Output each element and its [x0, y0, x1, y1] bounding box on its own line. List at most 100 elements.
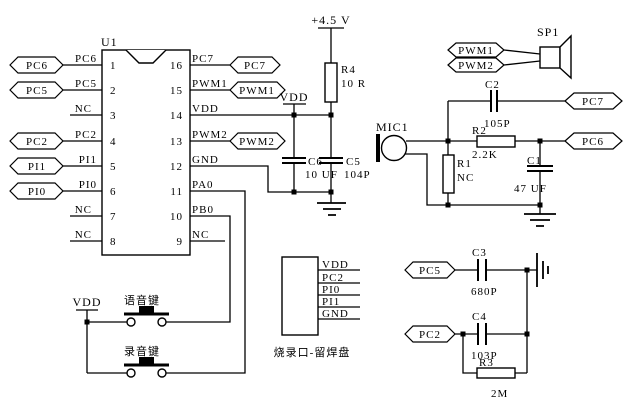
- c3-value: 680P: [471, 286, 498, 298]
- r1-value: NC: [457, 172, 474, 184]
- circuit-wires: [63, 27, 565, 374]
- mic-body: [380, 134, 408, 162]
- ic-pin-num-11: 11: [170, 186, 183, 198]
- ic-pin-num-3: 3: [110, 110, 117, 122]
- prog-pin-vdd: VDD: [322, 259, 349, 271]
- button-section: VDD 语音键 录音键: [73, 293, 169, 378]
- net-tag-pwm1-sp-label: PWM1: [458, 45, 494, 57]
- r4-ref: R4: [341, 64, 356, 76]
- c4-value: 103P: [471, 350, 498, 362]
- ic-pin-num-8: 8: [110, 236, 117, 248]
- junction-dot: [291, 112, 297, 118]
- net-tags-left: PC6 PC5 PC2 PI1 PI0: [9, 56, 64, 200]
- prog-pin-pc2: PC2: [322, 272, 344, 284]
- junction-dot: [84, 319, 90, 325]
- r2-value: 2.2K: [472, 149, 498, 161]
- record-button-pin-left: [126, 368, 136, 378]
- record-button-cap: [139, 357, 154, 365]
- prog-pin-pi0: PI0: [322, 284, 340, 296]
- resistor-r3: [476, 367, 516, 379]
- power-supply: +4.5 V R4 10 R VDD: [280, 13, 366, 104]
- record-button-label: 录音键: [124, 344, 160, 358]
- junction-dot: [328, 112, 334, 118]
- voice-button-pin-left: [126, 317, 136, 327]
- prog-header-caption: 烧录口-留焊盘: [274, 345, 351, 359]
- ic-pin-name-pi1: PI1: [79, 154, 97, 166]
- prog-header: VDD PC2 PI0 PI1 GND 烧录口-留焊盘: [274, 256, 351, 359]
- ic-pin-name-vdd: VDD: [192, 103, 219, 115]
- c5-value: 104P: [344, 169, 371, 181]
- ground-symbol-bars: [536, 253, 549, 287]
- c6-value: 10 UF: [305, 169, 338, 181]
- ic-pin-name-pb0: PB0: [192, 204, 214, 216]
- net-tag-pwm2-ic-label: PWM2: [239, 136, 275, 148]
- capacitor-c4: [477, 323, 487, 345]
- net-tags-ic-right: PC7 PWM1 PWM2: [229, 56, 286, 150]
- net-tag-pc6-left-label: PC6: [26, 60, 48, 72]
- ic-pin-name-nc7: NC: [75, 204, 92, 216]
- ic-pin-name-pwm1: PWM1: [192, 78, 228, 90]
- net-tag-pc2-left: [9, 132, 64, 150]
- net-tag-pi0-left: [9, 182, 64, 200]
- net-tag-pi1-left: [9, 157, 64, 175]
- ic-pin-name-pc7: PC7: [192, 53, 214, 65]
- junction-dot: [291, 189, 297, 195]
- resistor-r4: [324, 62, 338, 103]
- net-tag-pc2-out-label: PC2: [419, 329, 441, 341]
- record-button-pin-right: [157, 368, 167, 378]
- ground-symbol-main: [317, 202, 346, 216]
- c1-value: 47 UF: [514, 183, 547, 195]
- net-tag-pwm2-ic: [229, 132, 286, 150]
- supply-label: +4.5 V: [311, 13, 350, 27]
- capacitor-c2: [490, 90, 498, 112]
- mic1-ref: MIC1: [376, 120, 409, 134]
- speaker-section: SP1 PWM1 PWM2: [447, 25, 572, 80]
- ground-symbol-mic: [524, 213, 556, 227]
- voice-button-label: 语音键: [124, 293, 160, 307]
- net-tag-pc5-left-label: PC5: [26, 85, 48, 97]
- ic-pin-num-12: 12: [170, 161, 183, 173]
- net-tag-pwm2-sp: [447, 57, 505, 73]
- ic-pin-name-pi0: PI0: [79, 179, 97, 191]
- net-tag-pc5-left: [9, 81, 64, 99]
- junction-dot: [460, 331, 466, 337]
- net-tag-pwm1-sp: [447, 42, 505, 58]
- c2-value: 105P: [484, 118, 511, 130]
- ic-pin-num-1: 1: [110, 60, 117, 72]
- c1-ref: C1: [527, 155, 542, 167]
- junction-dot: [524, 267, 530, 273]
- junction-dot: [537, 138, 543, 144]
- ic-pin-name-pc2: PC2: [75, 129, 97, 141]
- r3-ref: R3: [479, 357, 494, 369]
- speaker-body: [539, 46, 561, 69]
- net-tag-pc5-out: [404, 261, 456, 279]
- capacitor-c6: [282, 157, 306, 164]
- ic-pin-num-5: 5: [110, 161, 117, 173]
- ic-pin-name-nc3: NC: [75, 103, 92, 115]
- net-tag-pc7-out: [564, 92, 623, 110]
- junction-dots: [84, 112, 543, 337]
- net-tag-pwm1-ic-label: PWM1: [239, 85, 275, 97]
- junction-dot: [445, 138, 451, 144]
- ic-pin-name-gnd: GND: [192, 154, 219, 166]
- ic-pin-name-pc5: PC5: [75, 78, 97, 90]
- vdd-bottom-label: VDD: [73, 295, 102, 309]
- prog-header-body: [281, 256, 319, 336]
- net-tag-pi1-left-label: PI1: [28, 161, 46, 173]
- prog-pin-pi1: PI1: [322, 296, 340, 308]
- net-tag-pc2-out: [404, 325, 456, 343]
- ic-pin-num-9: 9: [177, 236, 184, 248]
- net-tag-pc6-out: [564, 132, 623, 150]
- net-tag-pwm1-ic: [229, 81, 286, 99]
- ic-pin-name-pwm2: PWM2: [192, 129, 228, 141]
- ic-pin-num-2: 2: [110, 85, 117, 97]
- net-tag-pc6-left: [9, 56, 64, 74]
- ic-pin-name-pc6: PC6: [75, 53, 97, 65]
- ic-body: [101, 49, 191, 256]
- r2-ref: R2: [472, 125, 487, 137]
- c4-ref: C4: [472, 311, 487, 323]
- ic-pin-num-4: 4: [110, 136, 117, 148]
- r1-ref: R1: [457, 158, 472, 170]
